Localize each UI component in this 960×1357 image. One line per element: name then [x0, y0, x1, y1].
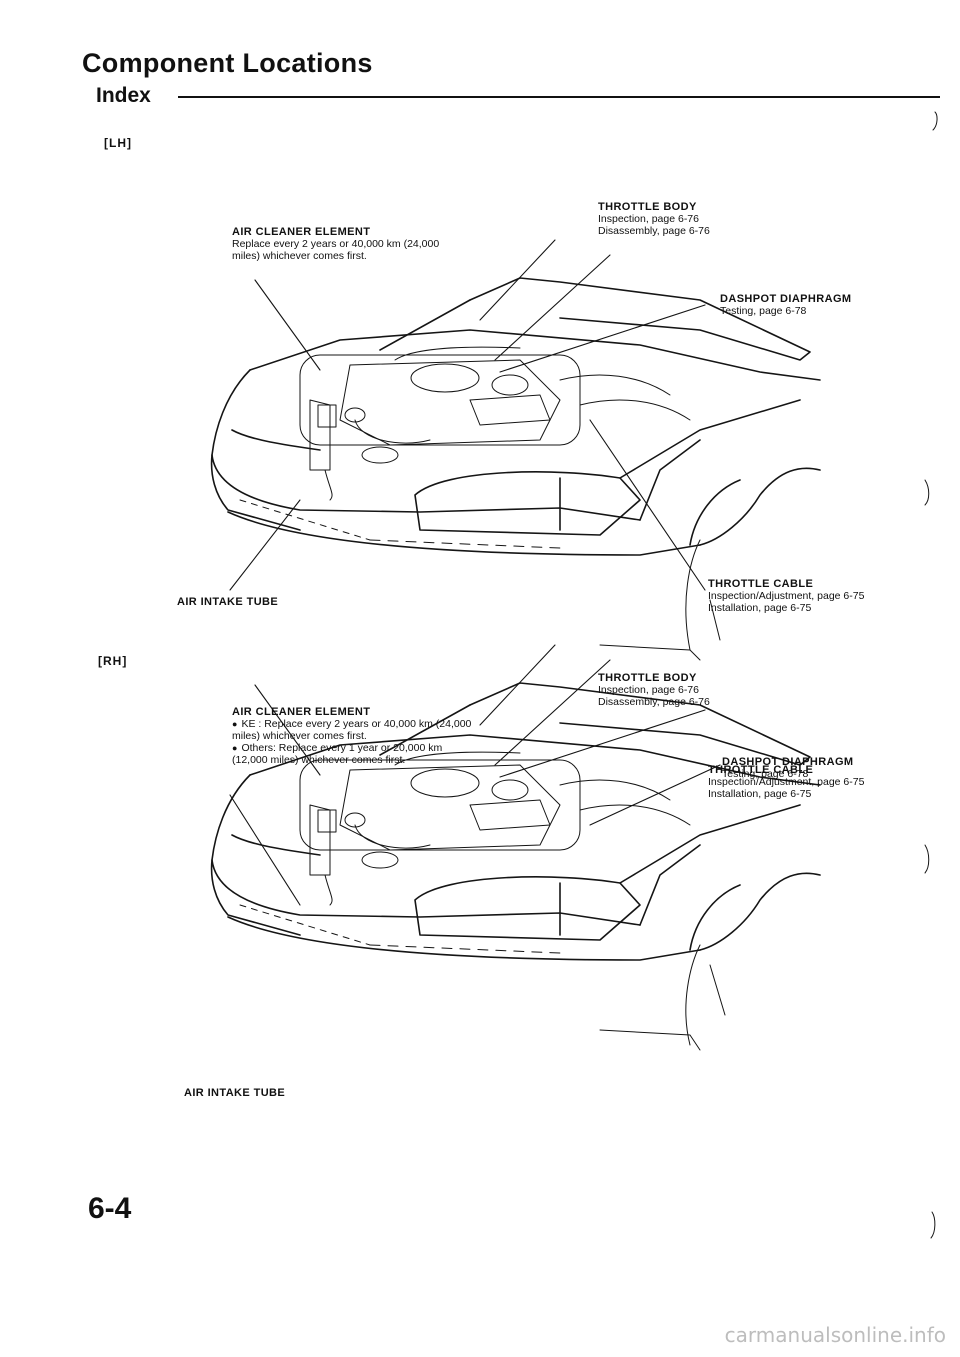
lh-dashpot-label: DASHPOT DIAPHRAGM Testing, page 6-78	[720, 293, 851, 317]
rh-throttle-cable-line-1: Inspection/Adjustment, page 6-75	[708, 776, 865, 788]
lh-car-drawing	[210, 111, 938, 661]
rh-air-cleaner-bullet-2-line-2: (12,000 miles) whichever comes first.	[232, 754, 406, 766]
page-subtitle: Index	[96, 84, 151, 107]
lh-throttle-cable-line-2: Installation, page 6-75	[708, 602, 812, 614]
lh-throttle-cable-label: THROTTLE CABLE Inspection/Adjustment, pa…	[708, 578, 864, 614]
lh-air-cleaner-heading: AIR CLEANER ELEMENT	[232, 226, 371, 238]
rh-throttle-body-heading: THROTTLE BODY	[598, 672, 697, 684]
lh-air-intake-heading: AIR INTAKE TUBE	[177, 596, 279, 608]
section-label-rh: [RH]	[98, 654, 128, 668]
watermark-text: carmanualsonline.info	[724, 1323, 946, 1347]
rh-air-intake-heading: AIR INTAKE TUBE	[184, 1087, 286, 1099]
rh-throttle-body-label: THROTTLE BODY Inspection, page 6-76 Disa…	[598, 672, 710, 708]
lh-air-cleaner-line-1: Replace every 2 years or 40,000 km (24,0…	[232, 238, 440, 250]
rh-dashpot-line-1: Testing, page 6-78	[722, 768, 809, 780]
page-title: Component Locations	[82, 48, 373, 78]
lh-dashpot-line-1: Testing, page 6-78	[720, 305, 807, 317]
rh-air-cleaner-heading: AIR CLEANER ELEMENT	[232, 706, 371, 718]
rh-air-cleaner-bullet-1-line-2: miles) whichever comes first.	[232, 730, 367, 742]
lh-throttle-body-line-1: Inspection, page 6-76	[598, 213, 699, 225]
rh-dashpot-label: DASHPOT DIAPHRAGM Testing, page 6-78	[722, 756, 853, 780]
rh-throttle-cable-line-2: Installation, page 6-75	[708, 788, 812, 800]
rh-air-intake-label: AIR INTAKE TUBE	[184, 1087, 285, 1099]
page-number: 6-4	[88, 1192, 132, 1225]
rh-air-cleaner-bullet-1-line-1: KE : Replace every 2 years or 40,000 km …	[232, 718, 471, 730]
header-rule	[178, 96, 940, 98]
rh-air-cleaner-bullet-2-line-1: Others: Replace every 1 year or 20,000 k…	[232, 742, 471, 754]
rh-throttle-cable-heading: THROTTLE CABLE	[708, 764, 814, 776]
rh-throttle-cable-label: THROTTLE CABLE Inspection/Adjustment, pa…	[708, 764, 864, 800]
lh-air-cleaner-line-2: miles) whichever comes first.	[232, 250, 367, 262]
section-label-lh: [LH]	[104, 136, 132, 150]
lh-air-cleaner-label: AIR CLEANER ELEMENT Replace every 2 year…	[232, 226, 439, 262]
lh-throttle-cable-heading: THROTTLE CABLE	[708, 578, 814, 590]
lh-throttle-body-heading: THROTTLE BODY	[598, 201, 697, 213]
lh-throttle-body-line-2: Disassembly, page 6-76	[598, 225, 710, 237]
rh-throttle-body-line-1: Inspection, page 6-76	[598, 684, 699, 696]
rh-air-cleaner-label: AIR CLEANER ELEMENT KE : Replace every 2…	[232, 706, 471, 766]
lh-throttle-cable-line-1: Inspection/Adjustment, page 6-75	[708, 590, 865, 602]
lh-air-intake-label: AIR INTAKE TUBE	[177, 596, 278, 608]
rh-throttle-body-line-2: Disassembly, page 6-76	[598, 696, 710, 708]
lh-dashpot-heading: DASHPOT DIAPHRAGM	[720, 293, 852, 305]
lh-throttle-body-label: THROTTLE BODY Inspection, page 6-76 Disa…	[598, 201, 710, 237]
rh-dashpot-heading: DASHPOT DIAPHRAGM	[722, 756, 854, 768]
